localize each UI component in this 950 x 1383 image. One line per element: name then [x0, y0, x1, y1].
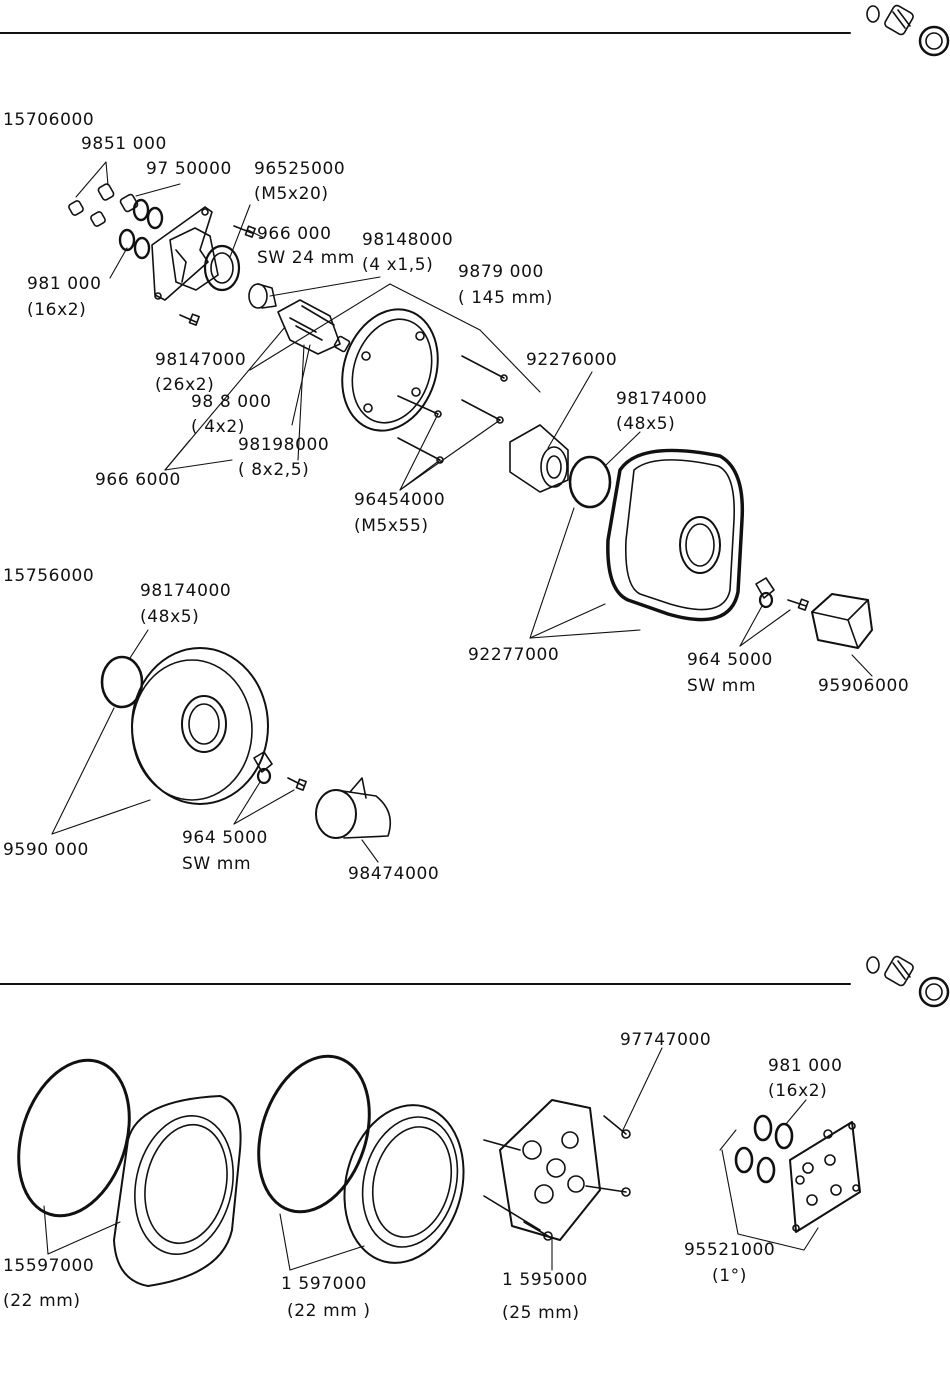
- part-number-label: 98174000: [616, 389, 708, 409]
- part-number-label: 9879 000: [458, 262, 544, 282]
- o-rings-small: [118, 198, 164, 260]
- leader-lines-bottom: [43, 1047, 819, 1271]
- large-o-ring-round: [257, 1054, 371, 1214]
- part-number-label: 15597000: [3, 1256, 95, 1276]
- part-number-label: 98174000: [140, 581, 232, 601]
- leader-lines-top: [51, 161, 873, 863]
- large-o-ring-square: [17, 1058, 131, 1218]
- header-cartridge-icon: [866, 955, 950, 1008]
- o-rings-16x2: [734, 1114, 794, 1184]
- handle-adapter: [755, 577, 809, 611]
- part-spec-label: (1°): [712, 1266, 747, 1286]
- o-ring-48x5-round: [100, 655, 144, 709]
- part-number-label: 1 595000: [502, 1270, 588, 1290]
- part-spec-label: ( 8x2,5): [238, 460, 310, 480]
- part-number-label: 98147000: [155, 350, 247, 370]
- handle-adapter-round: [253, 751, 307, 791]
- part-spec-label: ( 4x2): [191, 417, 245, 437]
- mounting-plate: [789, 1121, 861, 1233]
- part-spec-label: ( 145 mm): [458, 288, 554, 308]
- mounting-ring: [341, 308, 439, 432]
- part-number-label: 981 000: [768, 1056, 843, 1076]
- part-number-label: 9851 000: [81, 134, 167, 154]
- part-number-label: 92276000: [526, 350, 618, 370]
- part-number-label: 9590 000: [3, 840, 89, 860]
- part-spec-label: (22 mm): [3, 1291, 81, 1311]
- part-spec-label: (48x5): [140, 607, 200, 627]
- part-spec-label: (16x2): [27, 300, 87, 320]
- part-spec-label: (4 x1,5): [362, 255, 434, 275]
- part-number-label: 964 5000: [687, 650, 773, 670]
- part-number-label: 92277000: [468, 645, 560, 665]
- part-spec-label: (M5x55): [354, 516, 429, 536]
- part-number-label: 964 5000: [182, 828, 268, 848]
- round-handle: [315, 777, 392, 839]
- part-number-label: 15706000: [3, 110, 95, 130]
- part-spec-label: (26x2): [155, 375, 215, 395]
- part-number-label: 98148000: [362, 230, 454, 250]
- part-number-label: 98474000: [348, 864, 440, 884]
- part-spec-label: (16x2): [768, 1081, 828, 1101]
- part-number-label: 95521000: [684, 1240, 776, 1260]
- part-number-label: 966 6000: [95, 470, 181, 490]
- part-number-label: 981 000: [27, 274, 102, 294]
- round-extension-frame: [343, 1104, 465, 1264]
- part-number-label: 95906000: [818, 676, 910, 696]
- part-spec-label: (25 mm): [502, 1303, 580, 1323]
- part-number-label: 966 000: [257, 224, 332, 244]
- long-screws: [397, 355, 508, 464]
- round-trim-plate: [131, 647, 269, 805]
- part-number-label: 98 8 000: [191, 392, 272, 412]
- part-number-label: 15756000: [3, 566, 95, 586]
- part-number-label: 96454000: [354, 490, 446, 510]
- cartridge-seat: [248, 283, 277, 309]
- square-trim-plate: [606, 448, 745, 622]
- small-fittings: [68, 183, 139, 227]
- part-spec-label: SW 24 mm: [257, 248, 355, 268]
- part-number-label: 97 50000: [146, 159, 232, 179]
- square-extension-frame: [113, 1095, 242, 1287]
- part-spec-label: (M5x20): [254, 184, 329, 204]
- extension-sleeve: [509, 424, 569, 493]
- square-handle: [811, 593, 873, 649]
- o-ring-48x5: [568, 455, 612, 509]
- header-cartridge-icon: [866, 4, 950, 57]
- part-number-label: 97747000: [620, 1030, 712, 1050]
- part-number-label: 96525000: [254, 159, 346, 179]
- part-number-label: 1 597000: [281, 1274, 367, 1294]
- part-spec-label: SW mm: [687, 676, 757, 696]
- part-spec-label: SW mm: [182, 854, 252, 874]
- valve-body: [151, 206, 241, 301]
- extension-body: [483, 1099, 631, 1241]
- part-number-label: 98198000: [238, 435, 330, 455]
- part-spec-label: (48x5): [616, 414, 676, 434]
- part-spec-label: (22 mm ): [287, 1301, 371, 1321]
